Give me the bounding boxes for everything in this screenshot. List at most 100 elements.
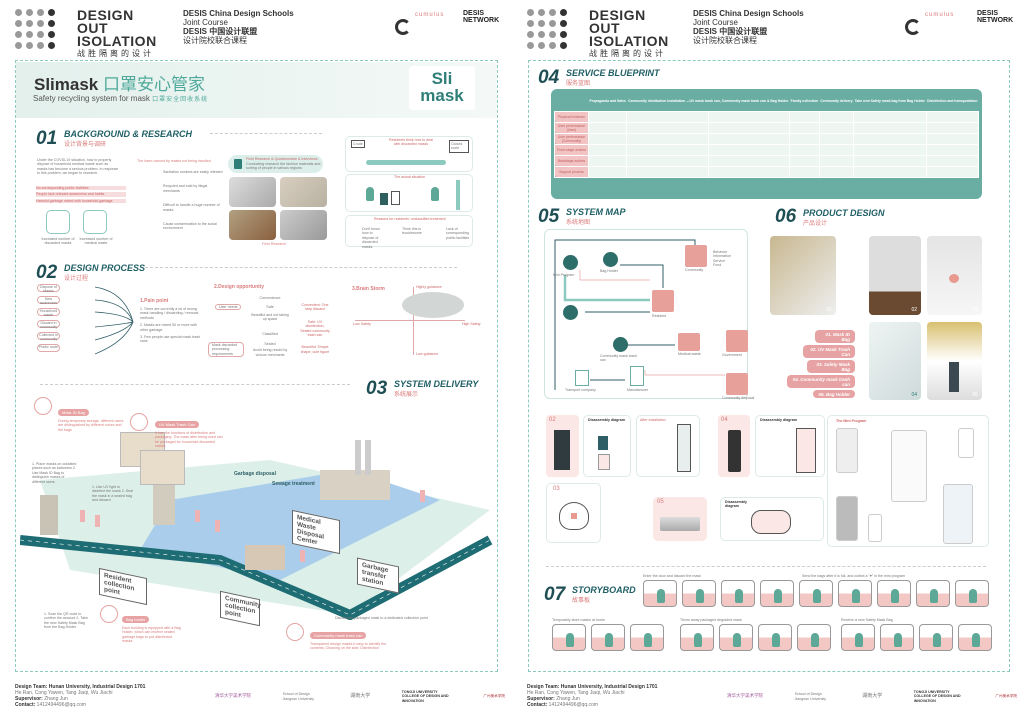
mask-count-icon [46, 210, 70, 234]
person-figure-icon [694, 633, 702, 647]
bag-holder-icon [100, 605, 118, 623]
desis-sub: Joint Course [693, 18, 738, 27]
blueprint-row-label: Backstage actions [554, 154, 589, 167]
school-logo: 湖南大学 [862, 693, 883, 700]
blueprint-row-label: User performance (User) [554, 121, 589, 134]
sewage-treatment-label: Sewage treatment [272, 481, 315, 487]
logo-line1: DESIGN OUT [77, 7, 134, 36]
person-figure-icon [811, 633, 819, 647]
trash-can-icon [563, 305, 578, 320]
project-title: Slimask 口罩安心管家 [34, 75, 205, 94]
field-research-pill: Field Research & Questionnaire & Intervi… [228, 155, 323, 173]
growth-chart-icon [83, 210, 107, 234]
detail-02: 02 [546, 415, 579, 477]
uv-trash-can-icon [130, 413, 148, 431]
storyboard-panel [797, 624, 831, 651]
axis-x [355, 320, 465, 321]
storyboard-caption: Send the bags after it is full, and coll… [802, 574, 905, 578]
blueprint-row-label: Front-stage actions [554, 143, 589, 156]
footer-right: Design Team: Hunan University, Industria… [527, 684, 658, 708]
community-trash-can-icon [613, 337, 628, 352]
storyboard-panel [643, 580, 677, 607]
bag-holder-icon [603, 252, 618, 267]
phone-icon [563, 255, 578, 270]
left-page-frame [15, 60, 498, 672]
storyboard-panel [958, 624, 992, 651]
detail-03: 03 [546, 483, 601, 543]
phone-screen [836, 428, 858, 473]
desis-network-logo: DESIS NETWORK [463, 10, 500, 24]
person-figure-icon [855, 633, 863, 647]
storyboard-panel [719, 624, 753, 651]
project-subtitle: Safety recycling system for mask 口罩安全回收系… [33, 94, 209, 103]
cumulus-c-icon [395, 19, 411, 35]
background-intro: Under the COVID-19 situation, how to pro… [37, 158, 119, 176]
field-photo [229, 210, 276, 240]
storyboard-panel [799, 580, 833, 607]
school-logo: 湖南大学 [350, 693, 371, 700]
school-logo: 广州美术学院 [483, 694, 505, 699]
opportunity-right: Convenient: One step discard Safe: UV di… [300, 303, 330, 354]
document-icon [234, 159, 242, 169]
school-logo: 清华大学美术学院 [727, 693, 763, 699]
desis-title: DESIS China Design Schools [693, 9, 804, 18]
field-photo [229, 177, 276, 207]
storyboard-caption: Throw away packaged degraded mask [680, 618, 742, 622]
stat-label: Increased number of medical waste [79, 237, 113, 246]
phone-screen [868, 514, 882, 542]
axis-label: Low guidance [416, 352, 439, 356]
progress-arrow [366, 160, 446, 165]
cumulus-logo: cumulus [925, 12, 955, 18]
ideal-panel: Residents think how to deal with discard… [345, 136, 473, 172]
storyboard-panel [841, 624, 875, 651]
storyboard-panel [630, 624, 664, 651]
cumulus-logo: cumulus [415, 12, 445, 18]
person-figure-icon [657, 589, 665, 603]
person-figure-icon [774, 589, 782, 603]
storyboard-panel [955, 580, 989, 607]
reasons-panel: Reasons for residents' unclassified trea… [345, 215, 473, 249]
mask-requirements: Mask discarded processing requirements [208, 342, 244, 358]
storyboard-panel [880, 624, 914, 651]
blueprint-column: Propaganda and Sales [589, 98, 626, 103]
pain-point: 1.Pain point 1. There are currently a lo… [140, 298, 201, 344]
storyboard-caption: Enter the door and discard the mask [643, 574, 701, 578]
converging-lines [95, 286, 134, 355]
node-label: Community disposal [722, 396, 755, 400]
person-figure-icon [733, 633, 741, 647]
storyboard-panel [838, 580, 872, 607]
person-figure-icon [813, 589, 821, 603]
right-page-frame [528, 60, 1010, 672]
logo-cn: 战胜隔离的设计 [589, 49, 666, 58]
desis-cn-sub: 设计院校联合课程 [183, 36, 247, 45]
desis-cn: DESIS 中国设计联盟 [183, 27, 258, 36]
footer-left: Design Team: Hunan University, Industria… [15, 684, 146, 708]
step-note: Discard the packaged mask to a dedicated… [335, 616, 428, 620]
mask-id-bag-icon [34, 397, 52, 415]
photo-caption: Field Research [262, 242, 287, 246]
problem-tags: No corresponding public facilities Peopl… [36, 186, 126, 204]
building-icon [630, 366, 644, 386]
school-logo: 广州美术学院 [995, 694, 1017, 699]
logo-line1: DESIGN OUT [589, 7, 646, 36]
desis-network-logo: DESIS NETWORK [977, 10, 1014, 24]
desis-cn-sub: 设计院校联合课程 [693, 36, 757, 45]
person-figure-icon [969, 589, 977, 603]
blueprint-column: Community delivery [820, 98, 853, 103]
detail-05: 05 [653, 497, 707, 541]
opportunity-middle: Convenience Safe Beautiful and not takin… [251, 296, 289, 357]
cumulus-c-icon [905, 19, 921, 35]
product-labels: 01. Mask ID Bag 02. UV Mask Trash Can 03… [787, 330, 860, 400]
blueprint-column: Family collection [790, 98, 819, 103]
storyboard-panel [721, 580, 755, 607]
person-figure-icon [605, 633, 613, 647]
